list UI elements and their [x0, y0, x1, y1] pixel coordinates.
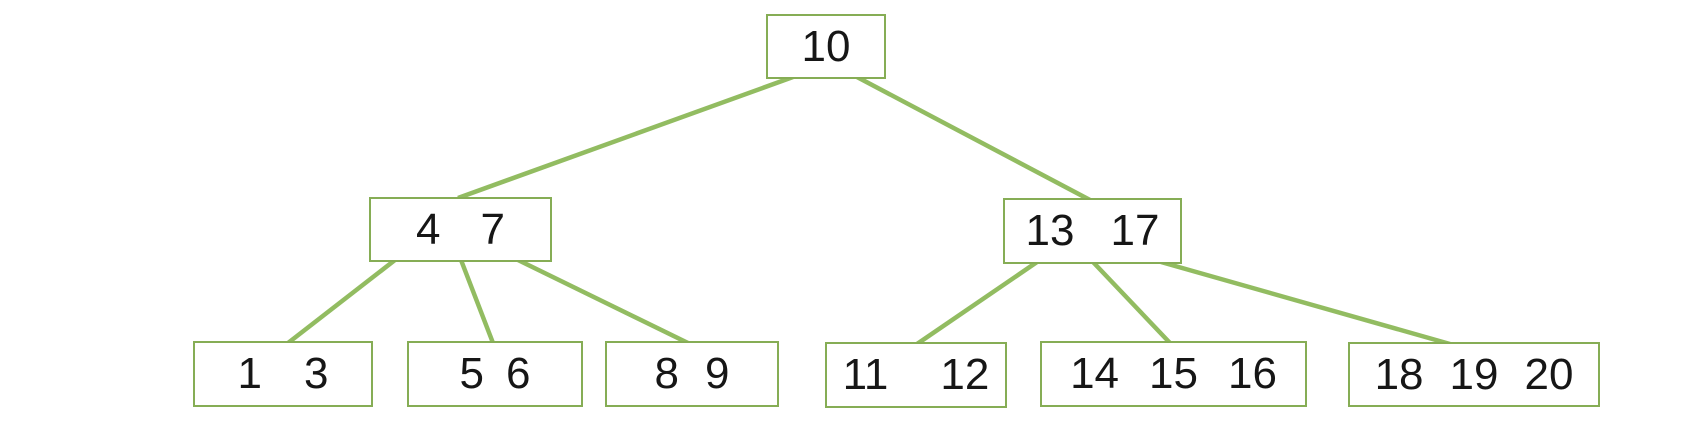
edge-10-to-4-7 [457, 74, 794, 201]
node-key: 7 [480, 204, 505, 254]
tree-node-8-9: 8 9 [605, 341, 779, 407]
node-key: 15 [1149, 349, 1198, 398]
node-key: 18 [1374, 349, 1424, 399]
tree-node-10: 10 [766, 14, 886, 79]
tree-node-14-15-16: 14 15 16 [1040, 341, 1307, 407]
node-key: 19 [1449, 349, 1499, 399]
node-key: 16 [1227, 349, 1277, 398]
edge-13-17-to-11-12 [915, 260, 1039, 346]
tree-node-18-19-20: 18 19 20 [1348, 342, 1600, 407]
node-key: 3 [304, 349, 329, 398]
edge-13-17-to-14-15-16 [1091, 260, 1172, 345]
node-key: 10 [801, 21, 851, 71]
edge-4-7-to-8-9 [517, 257, 689, 346]
tree-node-1-3: 1 3 [193, 341, 373, 407]
tree-node-5-6: 5 6 [407, 341, 583, 407]
node-key: 8 [654, 349, 679, 398]
node-key: 4 [416, 204, 441, 254]
tree-node-13-17: 13 17 [1003, 198, 1182, 264]
edge-13-17-to-18-19-20 [1160, 259, 1451, 347]
tree-node-11-12: 11 12 [825, 342, 1007, 408]
edge-10-to-13-17 [855, 75, 1092, 202]
node-key: 12 [940, 350, 990, 399]
node-key: 5 [459, 349, 484, 398]
edge-4-7-to-1-3 [286, 258, 397, 345]
node-key: 13 [1025, 206, 1075, 255]
node-key: 20 [1524, 349, 1574, 399]
tree-node-4-7: 4 7 [369, 197, 552, 262]
node-key: 6 [506, 349, 531, 398]
node-key: 9 [705, 349, 730, 398]
node-key: 1 [237, 349, 262, 398]
node-key: 14 [1070, 349, 1120, 398]
node-key: 17 [1110, 206, 1160, 255]
node-key: 11 [842, 350, 889, 399]
edge-4-7-to-5-6 [458, 259, 496, 344]
